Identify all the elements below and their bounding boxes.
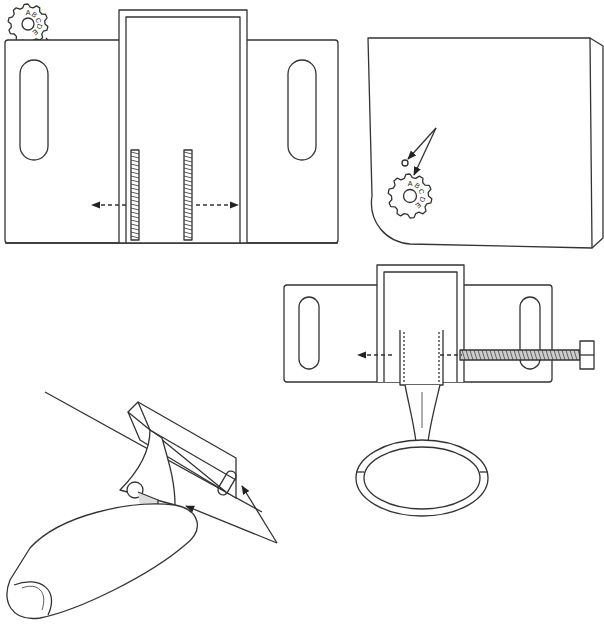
ratchet-letter: D [418,196,426,203]
leader-line [408,128,436,159]
ratchet-letter: E [414,201,422,209]
bracket-plate [5,10,338,243]
gear-outline [8,4,48,44]
ratchet-icon [8,4,48,44]
gear-hole [22,18,34,30]
ratchet-letter: C [35,16,43,23]
mounted-transducer [7,392,262,618]
direction-arrow [196,204,238,205]
ratchet-letter: A [26,9,31,16]
bolt [460,341,594,369]
bracket-side [368,38,603,248]
ratchet-letter: A [408,180,413,187]
leader-line [186,506,277,543]
ratchet-letter: C [418,188,426,195]
direction-arrow [358,354,392,355]
bracket-assembly [284,265,552,516]
direction-arrow [92,204,126,205]
leader-line [414,128,436,175]
leader-line [242,486,277,543]
ratchet-letter: E [31,29,39,37]
ratchet-wheel [388,174,432,218]
gear-hole [404,190,417,203]
ratchet-strip [131,150,192,240]
gear-outline [388,174,432,218]
direction-arrow [440,354,462,355]
